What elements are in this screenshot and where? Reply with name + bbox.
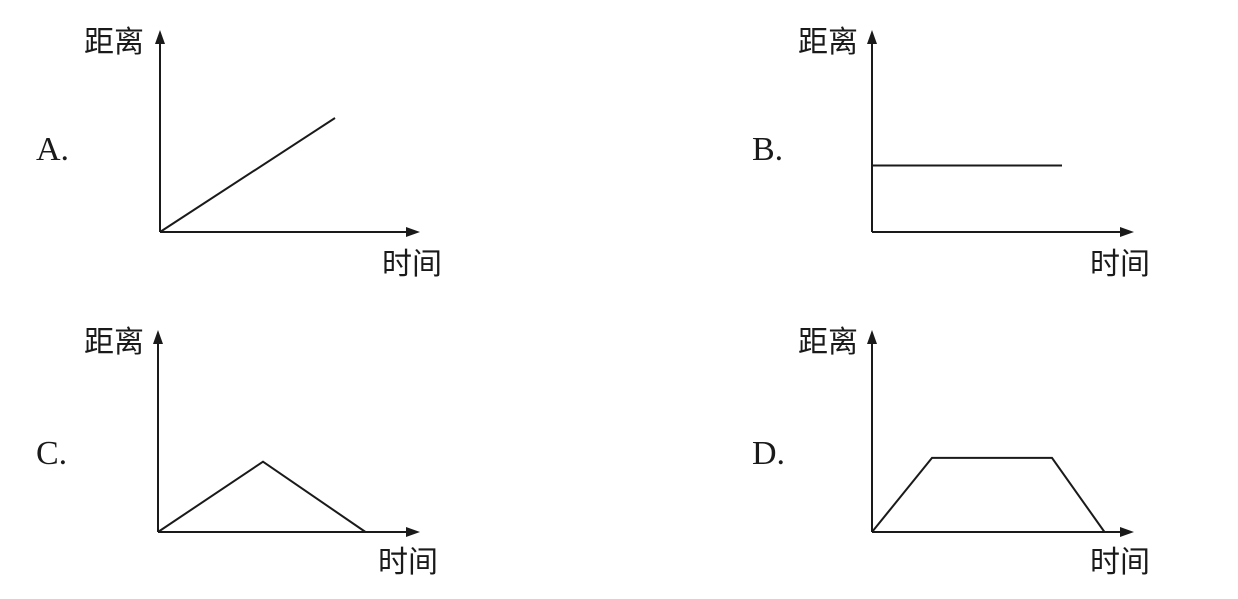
y-axis-arrow [867,330,877,344]
x-axis-arrow [406,227,420,237]
y-axis-arrow [867,30,877,44]
option-letter: C. [36,435,67,472]
option-letter: D. [752,435,785,472]
option-letter: B. [752,131,783,168]
x-axis-label: 时间 [382,247,442,282]
x-axis-arrow [1120,227,1134,237]
x-axis-label: 时间 [1090,247,1150,282]
y-axis-label: 距离 [84,25,144,60]
option-letter: A. [36,131,69,168]
y-axis-arrow [153,330,163,344]
series-line-1 [159,117,336,233]
y-axis-label: 距离 [84,325,144,360]
series-line-1 [157,460,367,533]
y-axis-label: 距离 [798,25,858,60]
x-axis-label: 时间 [378,545,438,580]
y-axis-label: 距离 [798,325,858,360]
y-axis-arrow [155,30,165,44]
series-line-1 [871,456,1106,533]
x-axis-arrow [406,527,420,537]
x-axis-label: 时间 [1090,545,1150,580]
x-axis-arrow [1120,527,1134,537]
